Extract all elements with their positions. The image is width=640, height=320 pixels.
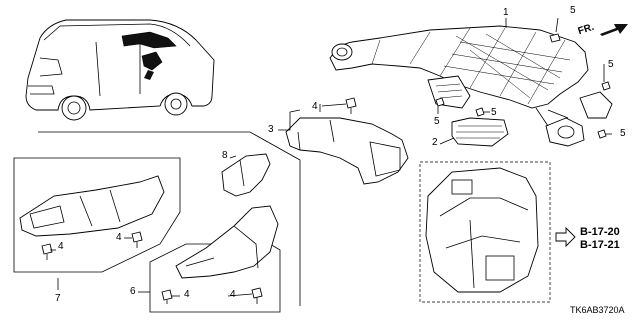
duct-part-7 (19, 175, 165, 237)
callout-4-left: 4 (58, 241, 64, 252)
heater-unit-drawing (425, 167, 539, 293)
callout-3: 3 (268, 124, 274, 135)
duct-assembly-part-1 (329, 25, 613, 147)
callout-7: 7 (55, 293, 61, 304)
heater-unit-box (419, 161, 551, 303)
group-box-part-7 (13, 157, 181, 273)
vehicle-overview-drawing (25, 19, 215, 121)
callout-1: 1 (503, 7, 509, 18)
callout-5-mid-b: 5 (434, 116, 440, 127)
callout-6: 6 (130, 286, 136, 297)
duct-part-8 (221, 153, 271, 197)
reference-label-b-17-20[interactable]: B-17-20 (580, 226, 620, 238)
callout-4-mid: 4 (116, 232, 122, 243)
divider-line (38, 131, 301, 306)
leader-lines (50, 17, 612, 297)
fastener-clips (41, 33, 611, 304)
callout-2: 2 (432, 137, 438, 148)
diagram-code: TK6AB3720A (570, 305, 625, 315)
duct-part-3 (285, 117, 409, 185)
reference-label-b-17-21[interactable]: B-17-21 (580, 239, 620, 251)
callout-5-right-b: 5 (620, 128, 626, 139)
group-box-part-6 (149, 243, 281, 313)
callout-4-bottom-a: 4 (184, 289, 190, 300)
callout-5-top: 5 (570, 5, 576, 16)
duct-part-6 (175, 205, 279, 279)
reference-arrow (555, 226, 576, 248)
callout-4-bottom-b: 4 (230, 289, 236, 300)
callout-5-mid-a: 5 (491, 107, 497, 118)
callout-8: 8 (222, 150, 228, 161)
callout-4-top: 4 (312, 101, 318, 112)
callout-5-right-a: 5 (608, 59, 614, 70)
garnish-part-2 (451, 117, 509, 147)
front-direction-arrow (600, 24, 628, 36)
